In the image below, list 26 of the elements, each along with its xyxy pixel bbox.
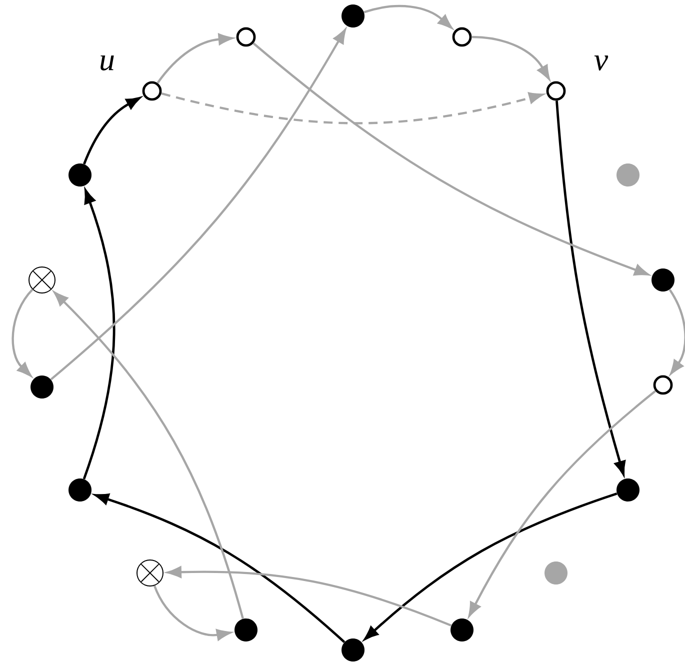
- vertex-dot: [68, 163, 92, 186]
- vertex-dot: [68, 478, 92, 502]
- vertex-dot: [30, 375, 54, 398]
- arrow: [364, 5, 452, 29]
- vertex-circle: [452, 27, 472, 47]
- crossed-circle: [28, 266, 56, 294]
- vertex-dot: [616, 478, 640, 502]
- arrow: [364, 492, 618, 640]
- vertex-dot: [450, 618, 474, 642]
- arrow: [472, 36, 550, 80]
- vertex-dot: [544, 561, 568, 584]
- arrow: [252, 42, 649, 276]
- vertex-label: v: [594, 56, 608, 70]
- vertex-label: u: [100, 55, 114, 71]
- vertex-dot: [342, 638, 364, 662]
- vertex-dot: [652, 268, 674, 292]
- vertex-circle: [653, 375, 673, 395]
- vertex-dot: [342, 4, 364, 28]
- arrow: [161, 92, 544, 124]
- vertex-dot: [616, 163, 640, 186]
- arrow: [468, 390, 656, 617]
- arrow: [12, 288, 34, 377]
- vertex-circle: [236, 27, 256, 47]
- arrow: [83, 97, 140, 164]
- arrow: [668, 288, 685, 374]
- arrow: [50, 29, 346, 380]
